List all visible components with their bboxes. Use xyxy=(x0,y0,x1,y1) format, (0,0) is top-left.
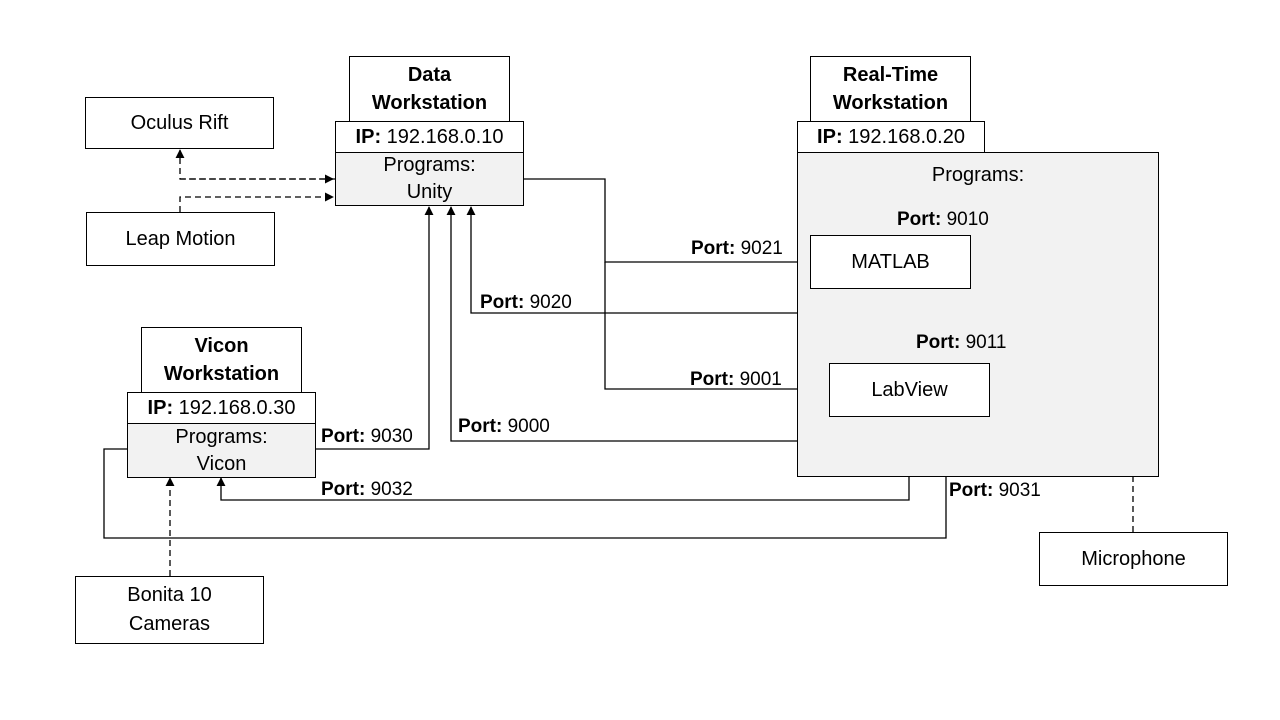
link-vicon-to-unity xyxy=(315,206,434,450)
vicon-ws-ip-value: 192.168.0.30 xyxy=(173,397,296,419)
port-9000-label: Port: 9000 xyxy=(458,416,550,437)
link-unity-to-oculus xyxy=(175,149,335,180)
bonita-cameras-node: Bonita 10 Cameras xyxy=(75,576,264,644)
oculus-rift-label: Oculus Rift xyxy=(130,112,229,134)
link-leap-to-unity xyxy=(179,192,334,212)
link-unity-to-labview xyxy=(604,262,828,394)
bonita-label-line1: Bonita 10 xyxy=(127,584,212,606)
leap-motion-label: Leap Motion xyxy=(125,228,236,250)
vicon-ws-title-line1: Vicon xyxy=(194,335,249,357)
rt-ws-title-line1: Real-Time xyxy=(842,64,939,86)
matlab-node: MATLAB xyxy=(810,235,971,289)
data-ws-title-line1: Data xyxy=(407,64,452,86)
realtime-workstation-programs: Programs: xyxy=(797,152,1159,477)
data-workstation-title: Data Workstation xyxy=(349,56,510,122)
leap-motion-node: Leap Motion xyxy=(86,212,275,266)
vicon-workstation-programs: Programs: Vicon xyxy=(127,423,316,478)
realtime-workstation-title: Real-Time Workstation xyxy=(810,56,971,122)
port-9001-label: Port: 9001 xyxy=(690,369,782,390)
data-ws-programs-label: Programs: xyxy=(383,154,476,176)
vicon-ws-programs-label: Programs: xyxy=(175,425,268,448)
vicon-workstation-ip: IP: 192.168.0.30 xyxy=(127,392,316,424)
data-workstation-ip: IP: 192.168.0.10 xyxy=(335,121,524,153)
port-9030-label: Port: 9030 xyxy=(321,426,413,447)
link-vicon-to-labview xyxy=(103,417,951,539)
port-9011-label: Port: 9011 xyxy=(916,332,1007,353)
rt-ws-title-line2: Workstation xyxy=(832,92,949,114)
data-ws-title-line2: Workstation xyxy=(371,92,488,114)
labview-label: LabView xyxy=(871,379,948,401)
port-9031-label: Port: 9031 xyxy=(949,480,1041,501)
port-9010-label: Port: 9010 xyxy=(897,209,989,230)
port-9020-label: Port: 9020 xyxy=(480,292,572,313)
port-9021-label: Port: 9021 xyxy=(691,238,783,259)
microphone-node: Microphone xyxy=(1039,532,1228,586)
data-workstation-programs: Programs: Unity xyxy=(335,152,524,206)
oculus-rift-node: Oculus Rift xyxy=(85,97,274,149)
rt-ws-ip-value: 192.168.0.20 xyxy=(842,126,965,148)
vicon-workstation-title: Vicon Workstation xyxy=(141,327,302,393)
unity-program: Unity xyxy=(406,181,453,203)
link-unity-to-matlab xyxy=(523,178,809,267)
microphone-label: Microphone xyxy=(1081,548,1186,570)
rt-ws-programs-label: Programs: xyxy=(931,164,1025,186)
port-9032-label: Port: 9032 xyxy=(321,479,413,500)
bonita-label-line2: Cameras xyxy=(128,613,211,635)
vicon-ws-ip-label: IP: xyxy=(147,397,174,419)
rt-ws-ip-label: IP: xyxy=(817,126,843,148)
matlab-label: MATLAB xyxy=(851,251,930,273)
data-ws-ip-value: 192.168.0.10 xyxy=(381,126,504,148)
realtime-workstation-ip: IP: 192.168.0.20 xyxy=(797,121,985,153)
vicon-ws-title-line2: Workstation xyxy=(163,363,280,385)
data-ws-ip-label: IP: xyxy=(355,126,382,148)
labview-node: LabView xyxy=(829,363,990,417)
vicon-program: Vicon xyxy=(196,452,247,475)
